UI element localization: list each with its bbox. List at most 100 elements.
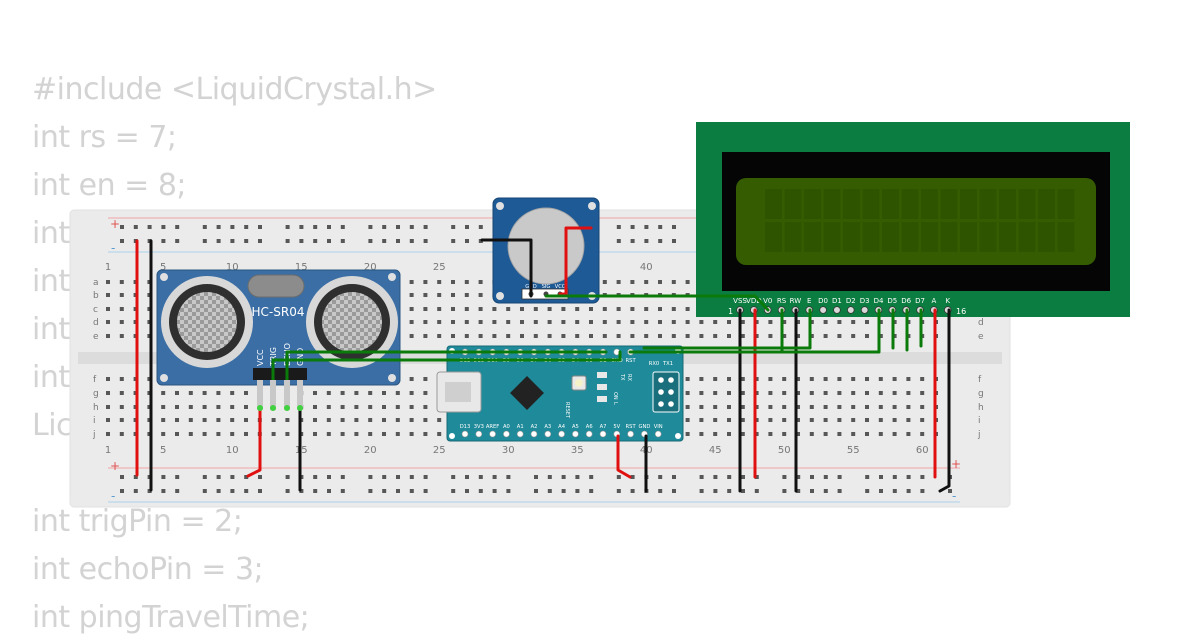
- rail-hole: [741, 475, 745, 479]
- lcd-cell: [1018, 189, 1036, 219]
- rail-hole: [133, 225, 138, 229]
- lcd-pin: [833, 306, 841, 314]
- code-line: int rs = 7;: [32, 120, 177, 155]
- rail-hole: [382, 239, 387, 243]
- arduino-bottom-pin: [516, 430, 524, 438]
- rail-hole: [879, 489, 883, 493]
- arduino-bottom-pin: [558, 430, 565, 438]
- rail-hole: [409, 239, 414, 243]
- row-letter-left: f: [93, 375, 97, 385]
- breadboard-hole: [658, 307, 662, 311]
- rail-hole: [382, 489, 387, 493]
- lcd-pin-first: 1: [728, 307, 733, 316]
- icsp-pin: [658, 401, 664, 407]
- breadboard-hole: [865, 391, 869, 395]
- breadboard-hole: [230, 391, 235, 395]
- breadboard-hole: [147, 391, 152, 395]
- breadboard-hole: [395, 432, 400, 436]
- breadboard-hole: [796, 377, 800, 381]
- breadboard-hole: [368, 432, 373, 436]
- lcd-cell: [979, 222, 997, 252]
- rail-hole: [630, 489, 635, 493]
- breadboard-hole: [754, 405, 759, 409]
- breadboard-hole: [823, 432, 828, 436]
- breadboard-hole: [119, 307, 124, 311]
- breadboard-hole: [630, 334, 635, 338]
- breadboard-hole: [685, 391, 690, 395]
- breadboard-hole: [451, 293, 455, 297]
- breadboard-hole: [699, 377, 704, 381]
- rail-hole: [837, 475, 842, 479]
- breadboard-hole: [478, 293, 483, 297]
- breadboard-hole: [244, 418, 248, 422]
- rail-hole: [465, 489, 469, 493]
- breadboard-hole: [740, 334, 745, 338]
- breadboard-hole: [782, 391, 787, 395]
- breadboard-hole: [409, 418, 414, 422]
- breadboard-hole: [271, 432, 276, 436]
- row-letter-left: b: [93, 291, 99, 301]
- rail-hole: [202, 239, 207, 243]
- rail-hole: [368, 239, 373, 243]
- breadboard-hole: [423, 320, 428, 324]
- breadboard-hole: [147, 432, 152, 436]
- rail-hole: [423, 489, 428, 493]
- breadboard-hole: [340, 418, 345, 422]
- rail-hole: [175, 475, 180, 479]
- rail-hole: [672, 239, 676, 243]
- breadboard-hole: [492, 320, 497, 324]
- rail-hole: [837, 489, 842, 493]
- lcd-pin-label: D4: [874, 297, 884, 305]
- breadboard-hole: [920, 418, 925, 422]
- column-number-bottom: 35: [571, 445, 584, 456]
- rail-hole: [451, 489, 456, 493]
- lcd-pin-label: RW: [790, 297, 802, 305]
- rail-hole: [285, 489, 290, 493]
- rail-hole: [299, 239, 304, 243]
- breadboard-hole: [382, 418, 386, 422]
- breadboard-hole: [202, 432, 207, 436]
- breadboard-hole: [823, 418, 828, 422]
- breadboard-hole: [547, 307, 552, 311]
- breadboard-hole: [271, 418, 276, 422]
- rail-hole: [865, 489, 870, 493]
- row-letter-right: d: [978, 318, 984, 328]
- breadboard-hole: [865, 320, 869, 324]
- arduino-bottom-pin-label: 5V: [613, 424, 620, 430]
- lcd-pin-label: D6: [901, 297, 911, 305]
- wire-red-pot-vcc: [558, 226, 593, 296]
- breadboard-hole: [161, 405, 166, 409]
- row-letter-right: i: [978, 416, 981, 426]
- breadboard-hole: [520, 334, 524, 338]
- code-line: int pingTravelTime;: [32, 600, 310, 635]
- breadboard-hole: [727, 391, 731, 395]
- microcontroller-chip: [510, 376, 544, 410]
- rail-hole: [823, 489, 828, 493]
- rail-hole: [368, 475, 373, 479]
- arduino-bottom-pin: [572, 430, 579, 438]
- breadboard-hole: [188, 405, 193, 409]
- breadboard-hole: [892, 405, 897, 409]
- breadboard-hole: [147, 377, 152, 381]
- breadboard-hole: [175, 391, 179, 395]
- lcd-pin-label: K: [945, 297, 950, 305]
- breadboard-hole: [216, 418, 221, 422]
- breadboard-hole: [409, 293, 414, 297]
- rail-hole: [534, 489, 538, 493]
- lcd-cell: [804, 222, 821, 252]
- rail-hole: [727, 489, 732, 493]
- rail-plus-top-left: +: [110, 217, 120, 231]
- breadboard-hole: [313, 418, 317, 422]
- breadboard-hole: [699, 334, 704, 338]
- breadboard-hole: [340, 432, 345, 436]
- breadboard-hole: [313, 405, 317, 409]
- breadboard-hole: [244, 405, 248, 409]
- potentiometer-knob[interactable]: [507, 207, 585, 285]
- code-line: int: [32, 216, 70, 251]
- breadboard-hole: [175, 405, 179, 409]
- breadboard-hole: [823, 377, 828, 381]
- wire-red-sensor-vcc: [246, 408, 262, 478]
